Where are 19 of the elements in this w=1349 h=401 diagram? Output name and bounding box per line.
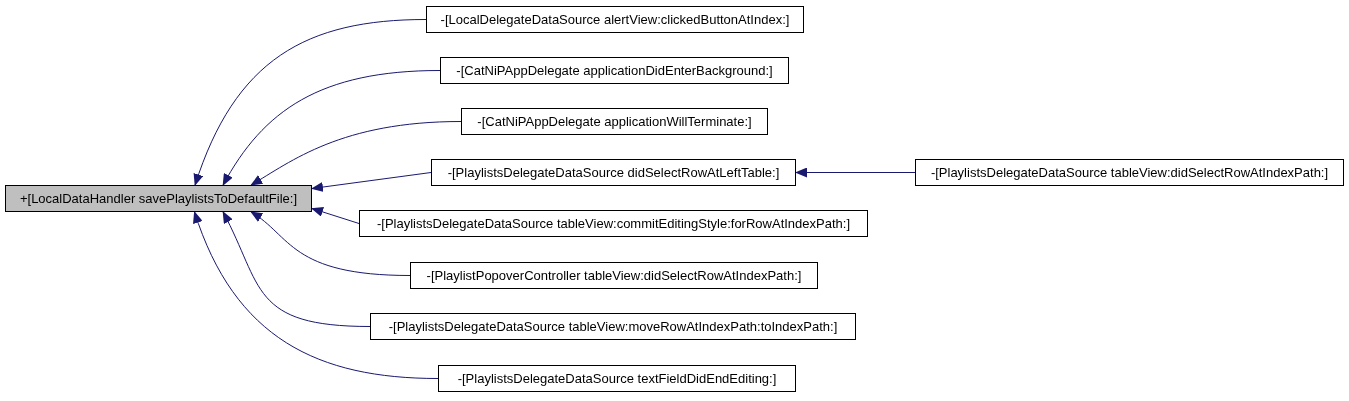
function-box: -[PlaylistsDelegateDataSource tableView:didSelectRowAtIndexPath:] [915,159,1344,186]
arrow [222,70,441,186]
function-box: -[PlaylistsDelegateDataSource textFieldDidEndEditing:] [438,365,796,392]
arrow [250,211,411,276]
function-box: -[PlaylistsDelegateDataSource tableView:commitEditingStyle:forRowAtIndexPath:] [359,210,868,237]
function-box: -[LocalDelegateDataSource alertView:clickedButtonAtIndex:] [426,6,804,33]
arrow [222,211,371,327]
arrow [193,211,439,379]
arrow [194,19,427,186]
arrow [250,121,462,186]
function-box: -[PlaylistsDelegateDataSource tableView:moveRowAtIndexPath:toIndexPath:] [370,313,856,340]
arrow [311,172,432,192]
arrow [311,207,360,224]
function-box: -[CatNiPAppDelegate applicationWillTerminate:] [461,108,768,135]
function-box: -[CatNiPAppDelegate applicationDidEnterBackground:] [440,57,789,84]
arrow [795,167,916,178]
function-box: +[LocalDataHandler savePlaylistsToDefaultFile:] [5,185,312,212]
function-box: -[PlaylistsDelegateDataSource didSelectRowAtLeftTable:] [431,159,796,186]
function-box: -[PlaylistPopoverController tableView:didSelectRowAtIndexPath:] [410,262,818,289]
